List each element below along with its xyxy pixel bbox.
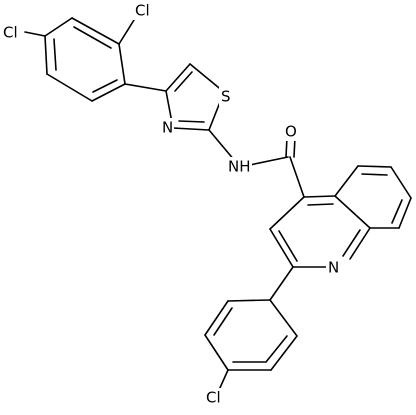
quinoline-benzo-ring: [334, 165, 412, 229]
bond: [73, 26, 112, 49]
bond: [269, 266, 294, 301]
dichlorophenyl-ring: [24, 17, 167, 102]
bond: [227, 299, 271, 302]
bond: [218, 369, 229, 391]
chlorine-label-bottom: Cl: [206, 389, 221, 407]
bond: [391, 199, 403, 224]
bond: [334, 195, 371, 229]
bond: [189, 63, 225, 93]
bond: [357, 165, 392, 168]
bond: [24, 31, 46, 37]
bond: [91, 83, 126, 102]
bond: [208, 129, 236, 162]
bond: [349, 227, 371, 260]
bond: [265, 335, 288, 363]
bond: [118, 43, 126, 85]
sulfur-label: S: [221, 88, 231, 106]
chlorophenyl-ring: [204, 266, 298, 391]
bond: [244, 156, 289, 167]
bond: [165, 63, 191, 92]
bond: [269, 196, 305, 230]
bond: [46, 73, 93, 102]
bond: [44, 35, 48, 75]
amide-nh-label: NH: [228, 158, 251, 176]
bond: [270, 335, 298, 371]
bond: [342, 229, 361, 257]
carbonyl-oxygen-label: O: [285, 123, 297, 141]
bond: [213, 307, 233, 336]
chlorine-label-left: Cl: [3, 24, 18, 42]
bond: [174, 71, 193, 92]
quinoline-pyridine-ring: [269, 195, 371, 268]
atom-labels: Cl Cl S N NH O N Cl: [0, 1, 342, 407]
bond: [71, 17, 120, 45]
bond: [289, 156, 305, 198]
thiazole-ring: [165, 63, 236, 162]
bond: [204, 334, 229, 371]
quinoline-nitrogen-label: N: [328, 259, 339, 277]
amide-group: [244, 136, 305, 198]
bond: [172, 127, 210, 131]
bond: [44, 17, 73, 37]
bond: [118, 19, 135, 45]
bond: [124, 83, 167, 92]
bond: [278, 230, 298, 262]
bond: [178, 120, 205, 123]
bond: [361, 173, 388, 176]
bond: [204, 300, 229, 336]
bond: [307, 203, 334, 206]
thiazole-nitrogen-label: N: [162, 119, 173, 137]
bond: [269, 228, 294, 268]
bond: [53, 38, 57, 71]
bond: [334, 165, 359, 197]
bond: [303, 195, 336, 198]
bond: [92, 79, 118, 93]
bond: [390, 166, 412, 199]
bond: [398, 197, 412, 229]
bond: [269, 299, 298, 337]
chlorine-label-top: Cl: [135, 2, 150, 20]
